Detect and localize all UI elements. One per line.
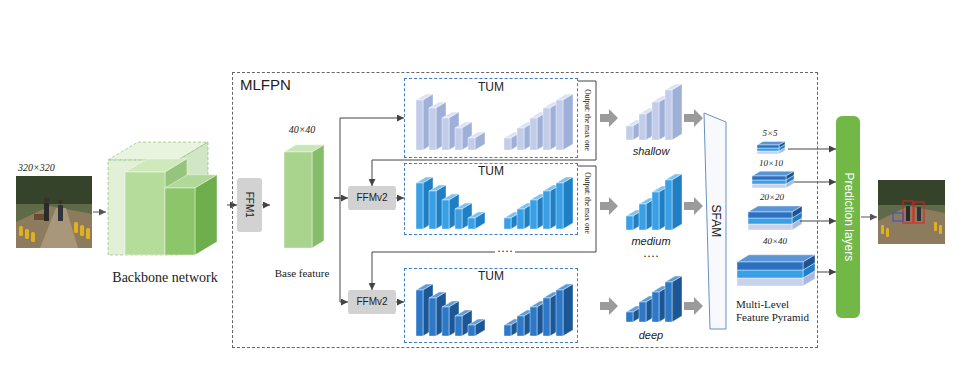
node-label: FFM1 (244, 192, 256, 218)
label-holder: Multi-Level Feature Pyramid (736, 298, 816, 323)
free-label: Multi-Level Feature Pyramid (736, 298, 816, 323)
node-label: 40×40 (289, 124, 316, 136)
label-holder: ···· (643, 250, 659, 264)
node-label: medium (631, 235, 670, 248)
label-holder: Output: the max one (583, 172, 592, 233)
tum-box: TUM (404, 163, 578, 235)
base-feature: 40×40Base feature (270, 124, 334, 280)
mlfpn-region: MLFPNFFM140×40Base featureTUMFFMv2TUMFFM… (232, 72, 818, 348)
flow-arrow (684, 197, 703, 215)
fusion-module: FFMv2 (348, 290, 396, 314)
label-holder: 320×320 (18, 162, 55, 174)
connector-line (800, 221, 836, 222)
block-slab (752, 171, 794, 180)
node-label: 10×10 (759, 158, 783, 168)
pyramid-level: 10×10 (748, 158, 794, 194)
block-slab (556, 177, 573, 229)
block-slab (165, 175, 217, 255)
node-label: SFAM (708, 205, 722, 238)
node-label: Backbone network (112, 270, 217, 286)
free-label: ···· (643, 250, 659, 264)
free-label: 320×320 (18, 162, 55, 174)
connector-line (794, 182, 836, 183)
connector-line (396, 302, 404, 303)
node-label: Base feature (275, 267, 330, 280)
connector-line (334, 198, 348, 302)
block-slab (468, 212, 485, 229)
block-slab (737, 271, 815, 286)
flow-arrow (600, 297, 618, 315)
free-label: ···· (495, 245, 515, 259)
sfam-module: SFAM (703, 112, 727, 330)
free-label: Output: the max one (583, 172, 592, 233)
feature-pyramid: shallow (618, 76, 684, 158)
feature-pyramid: medium (618, 164, 684, 248)
prediction-layers: Prediction layers (836, 116, 860, 318)
fusion-module: FFMv2 (348, 186, 396, 210)
node-label: 40×40 (763, 236, 787, 246)
connector-line (372, 166, 596, 290)
block-slab (556, 94, 573, 150)
connector-line (817, 272, 836, 273)
node-label: TUM (478, 165, 504, 179)
layer-blocks (108, 84, 815, 336)
flow-arrow (684, 109, 703, 127)
tum-box: TUM (404, 268, 578, 343)
node-label: FFMv2 (356, 192, 387, 204)
pyramid-level: 40×40 (733, 236, 817, 296)
block-slab (556, 284, 573, 336)
node-label: Prediction layers (841, 173, 855, 262)
block-slab (665, 84, 682, 140)
block-slab (757, 141, 785, 148)
free-label: Output: the max one (583, 89, 592, 150)
output-arrow (861, 217, 877, 218)
output-image (878, 180, 945, 244)
pyramid-level: 5×5 (752, 128, 788, 158)
node-label: MLFPN (240, 76, 291, 93)
node-label: 5×5 (762, 128, 777, 138)
node-label: FFMv2 (356, 296, 387, 308)
flow-arrow (600, 109, 618, 127)
input-arrow (93, 212, 106, 213)
pyramid-level: 20×20 (744, 192, 800, 238)
connector-line (788, 149, 836, 150)
block-slab (468, 132, 485, 150)
tum-box: TUM (404, 78, 578, 158)
node-label: 20×20 (760, 192, 784, 202)
block-slab (665, 276, 682, 322)
block-slab (468, 319, 485, 336)
flow-arrow (684, 297, 703, 315)
fusion-module: FFM1 (237, 178, 262, 232)
block-slab (108, 142, 208, 255)
node-label: shallow (633, 145, 670, 158)
input-image (16, 176, 92, 248)
block-slab (665, 174, 682, 230)
node-label: TUM (478, 81, 504, 95)
feature-pyramid: deep (618, 266, 684, 342)
block-slab (284, 145, 324, 248)
connector-line (396, 198, 404, 199)
block-slab (737, 263, 815, 278)
connector-line (372, 81, 596, 186)
connector-line (262, 205, 270, 206)
block-slab (748, 206, 802, 218)
label-holder: Output: the max one (583, 89, 592, 150)
block-slab (737, 255, 815, 270)
label-holder: ···· (495, 245, 515, 259)
node-label: deep (639, 329, 663, 342)
flow-arrow (600, 197, 618, 215)
backbone-network: Backbone network (103, 140, 227, 288)
node-label: TUM (478, 270, 504, 284)
